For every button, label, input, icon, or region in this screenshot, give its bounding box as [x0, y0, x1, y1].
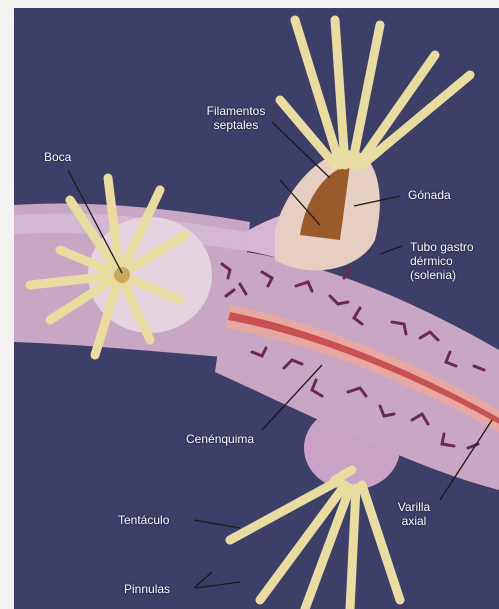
label-varilla-line1: Varilla [384, 500, 444, 514]
leader-gonada [354, 196, 400, 206]
leader-cenenquima [262, 365, 322, 430]
leader-filamentos-2 [280, 180, 320, 225]
label-filamentos-line2: septales [188, 118, 284, 132]
leader-tubo [380, 246, 402, 254]
label-tentaculo: Tentáculo [118, 513, 169, 527]
leader-tentaculo [194, 520, 240, 528]
label-gonada: Gónada [408, 188, 451, 202]
label-boca: Boca [44, 150, 71, 164]
label-filamentos-line1: Filamentos [188, 104, 284, 118]
label-varilla-line2: axial [384, 514, 444, 528]
label-cenenquima: Cenénquima [186, 432, 254, 446]
leader-pinnulas-2 [196, 582, 240, 588]
label-pinnulas: Pinnulas [124, 582, 170, 596]
label-tubo-line2: dérmico [410, 254, 453, 268]
label-tubo-line3: (solenia) [410, 268, 456, 282]
leader-boca [68, 170, 122, 273]
leader-varilla [440, 420, 492, 500]
label-tubo-line1: Tubo gastro [410, 240, 474, 254]
